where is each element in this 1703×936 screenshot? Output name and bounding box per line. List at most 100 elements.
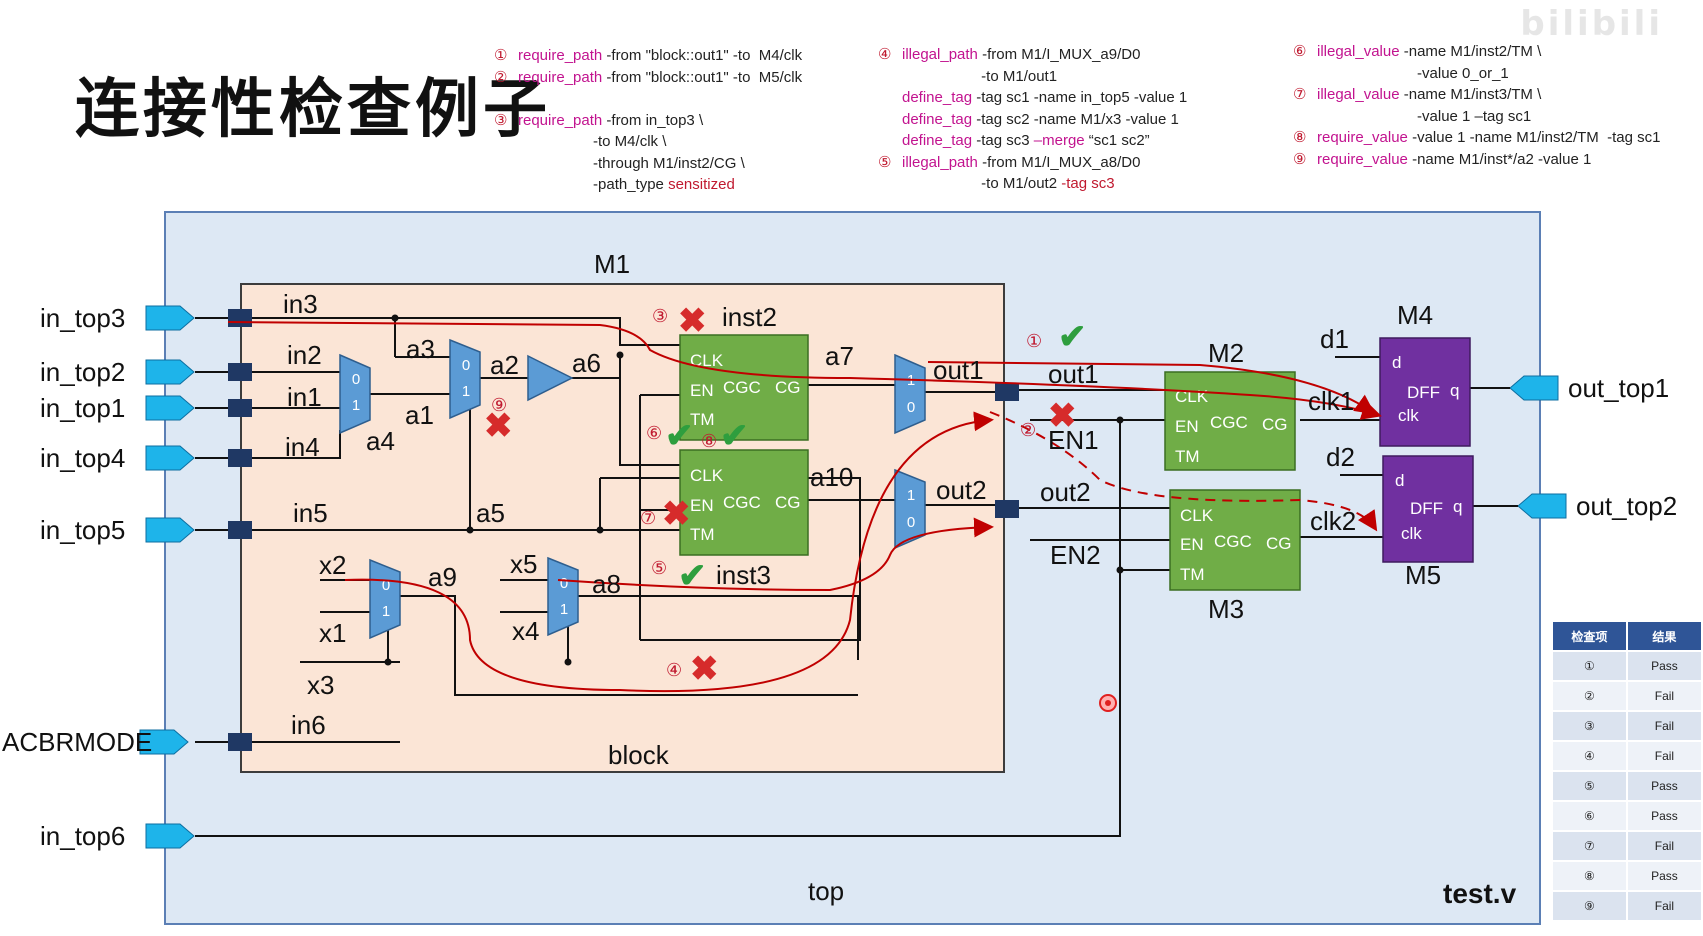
mux-a8 [547, 556, 579, 637]
check-item-cell: ① [1553, 652, 1626, 680]
command-args: -from M1/I_MUX_a8/D0 [977, 153, 1141, 171]
command-args: -to M4/clk \ [518, 133, 667, 150]
muxo1-pin0: 0 [907, 399, 915, 416]
svg-text:out1: out1 [933, 355, 984, 385]
svg-text:CGC: CGC [723, 378, 761, 397]
command-args: -value 1 -name M1/inst2/TM -tag sc1 [1407, 129, 1661, 146]
pass-mark-1: ✔ [1058, 318, 1087, 356]
junction-squares [228, 309, 1019, 751]
command-line: -value 1 –tag sc1 [1293, 106, 1661, 128]
svg-text:a10: a10 [810, 462, 853, 492]
command-number: ⑤ [878, 153, 892, 171]
command-line: -through M1/inst2/CG \ [494, 153, 802, 175]
svg-text:DFF: DFF [1410, 499, 1443, 518]
input-port-label: in_top3 [40, 303, 125, 333]
command-line: -path_type sensitized [494, 174, 802, 196]
result-cell: Pass [1627, 802, 1701, 830]
command-line: -to M4/clk \ [494, 131, 802, 153]
svg-text:x5: x5 [510, 549, 537, 579]
command-args: -from "block::out1" -to M4/clk [602, 47, 803, 64]
svg-text:a7: a7 [825, 341, 854, 371]
svg-text:in3: in3 [283, 289, 318, 319]
svg-text:⑤: ⑤ [651, 558, 667, 578]
svg-text:EN2: EN2 [1050, 540, 1101, 570]
command-line: define_tag -tag sc2 -name M1/x3 -value 1 [878, 109, 1187, 131]
svg-text:clk1: clk1 [1308, 386, 1354, 416]
command-keyword: define_tag [902, 89, 973, 106]
command-line: -to M1/out1 [878, 66, 1187, 88]
svg-text:③: ③ [652, 306, 668, 326]
svg-text:d1: d1 [1320, 324, 1349, 354]
svg-text:EN: EN [1180, 535, 1204, 554]
m1-label: M1 [594, 249, 630, 279]
command-args: -tag sc2 -name M1/x3 -value 1 [972, 110, 1179, 128]
block-label: block [608, 740, 670, 770]
command-number: ③ [494, 111, 508, 129]
fail-mark-4: ✖ [690, 650, 719, 688]
svg-text:d: d [1392, 353, 1401, 372]
check-item-cell: ② [1553, 682, 1626, 710]
cgc-inst3 [679, 449, 809, 556]
net-labels: M1 block top test.v in3 in2 in1 in4 in5 … [283, 249, 1517, 909]
svg-text:⑦: ⑦ [640, 508, 656, 528]
input-port-label: ACBRMODE [2, 727, 152, 757]
svg-text:TM: TM [690, 525, 715, 544]
check-item-cell: ⑥ [1553, 802, 1626, 830]
cgc-cells [679, 334, 1301, 591]
svg-text:CGC: CGC [1210, 413, 1248, 432]
result-cell: Fail [1627, 682, 1701, 710]
svg-text:CG: CG [775, 378, 801, 397]
cgc-pin-labels: CLK EN CGC CG TM CLK EN CGC CG TM CLK EN… [690, 351, 1292, 584]
fail-mark-9: ✖ [484, 407, 513, 445]
input-ports: in_top3in_top2in_top1in_top4in_top5ACBRM… [2, 303, 195, 851]
svg-text:CLK: CLK [1180, 506, 1214, 525]
command-line: define_tag -tag sc3 –merge “sc1 sc2” [878, 130, 1187, 152]
m3-label: M3 [1208, 594, 1244, 624]
svg-text:⑨: ⑨ [491, 395, 507, 415]
check-item-cell: ③ [1553, 712, 1626, 740]
check-item-cell: ⑨ [1553, 892, 1626, 920]
svg-text:in1: in1 [287, 382, 322, 412]
svg-text:clk2: clk2 [1310, 506, 1356, 536]
muxo2-pin1: 1 [907, 487, 915, 504]
mux8-pin0: 0 [560, 575, 568, 592]
mux-2 [449, 338, 481, 420]
mux2-pin0: 0 [462, 357, 470, 374]
svg-text:q: q [1450, 381, 1459, 400]
command-args: -tag sc1 -name in_top5 -value 1 [972, 89, 1188, 106]
svg-text:CGC: CGC [1214, 532, 1252, 551]
svg-text:CG: CG [1266, 534, 1292, 553]
svg-text:CG: CG [1262, 415, 1288, 434]
svg-text:out2: out2 [936, 475, 987, 505]
svg-text:clk: clk [1401, 524, 1422, 543]
command-line: -value 0_or_1 [1293, 63, 1661, 85]
svg-text:x2: x2 [319, 550, 346, 580]
svg-text:out1: out1 [1048, 359, 1099, 389]
svg-text:x4: x4 [512, 616, 539, 646]
input-port-acbrmode [139, 729, 189, 755]
svg-text:EN: EN [1175, 417, 1199, 436]
fail-mark-7: ✖ [662, 495, 691, 533]
path-2 [989, 411, 1378, 532]
command-args: -path_type [518, 176, 669, 193]
svg-text:TM: TM [690, 410, 715, 429]
path-5 [557, 517, 994, 592]
svg-text:x3: x3 [307, 670, 334, 700]
muxo2-pin0: 0 [907, 514, 915, 531]
mux-out1 [894, 353, 926, 435]
svg-text:clk: clk [1398, 406, 1419, 425]
fail-mark-2: ✖ [1048, 397, 1077, 435]
command-number: ① [494, 47, 508, 64]
svg-text:a6: a6 [572, 348, 601, 378]
cgc-inst2 [679, 334, 809, 441]
